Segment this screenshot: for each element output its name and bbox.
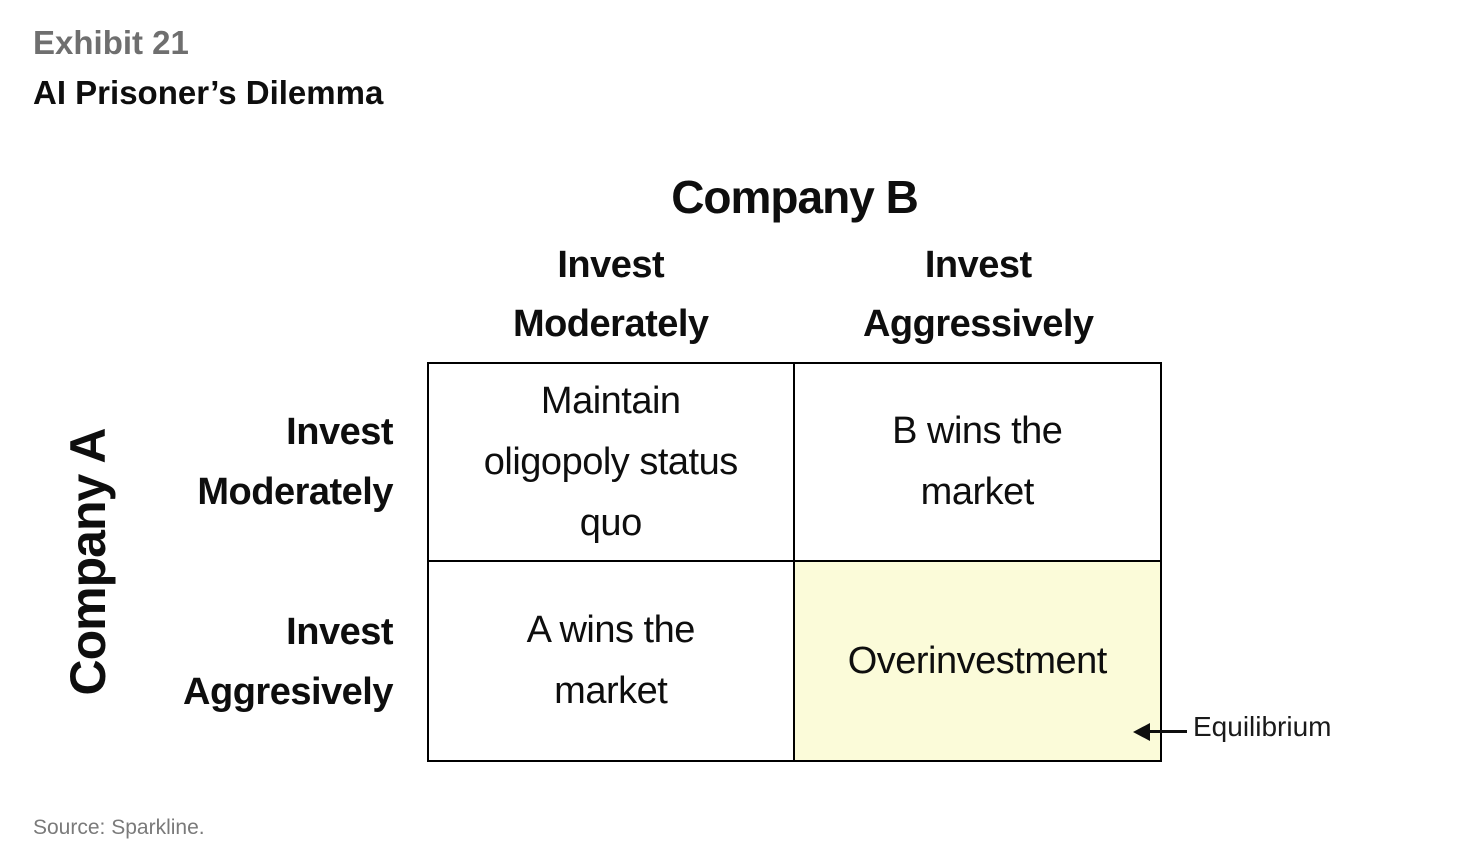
column-header-invest-aggressively: Invest Aggressively: [862, 244, 1094, 345]
equilibrium-label: Equilibrium: [1193, 711, 1332, 742]
source-note: Source: Sparkline.: [33, 816, 205, 839]
payoff-matrix: Maintain oligopoly status quo B wins the…: [427, 362, 1162, 762]
column-headers: Invest Moderately Invest Aggressively: [427, 236, 1162, 354]
equilibrium-arrow-line: [1148, 730, 1187, 733]
page-title: AI Prisoner’s Dilemma: [33, 74, 384, 111]
exhibit-label: Exhibit 21: [33, 24, 189, 61]
column-player-label: Company B: [671, 171, 919, 223]
column-header-invest-moderately: Invest Moderately: [512, 244, 709, 345]
cell-b-wins-the-market: B wins the market: [794, 364, 1160, 562]
cell-a-wins-the-market: A wins the market: [429, 562, 795, 760]
cell-overinvestment: Overinvestment: [794, 562, 1160, 760]
row-header-invest-aggresively: Invest Aggresively: [183, 611, 393, 713]
cell-maintain-oligopoly-status-quo: Maintain oligopoly status quo: [429, 364, 795, 562]
row-header-invest-moderately: Invest Moderately: [197, 411, 393, 513]
equilibrium-arrow-icon: [1133, 723, 1150, 741]
